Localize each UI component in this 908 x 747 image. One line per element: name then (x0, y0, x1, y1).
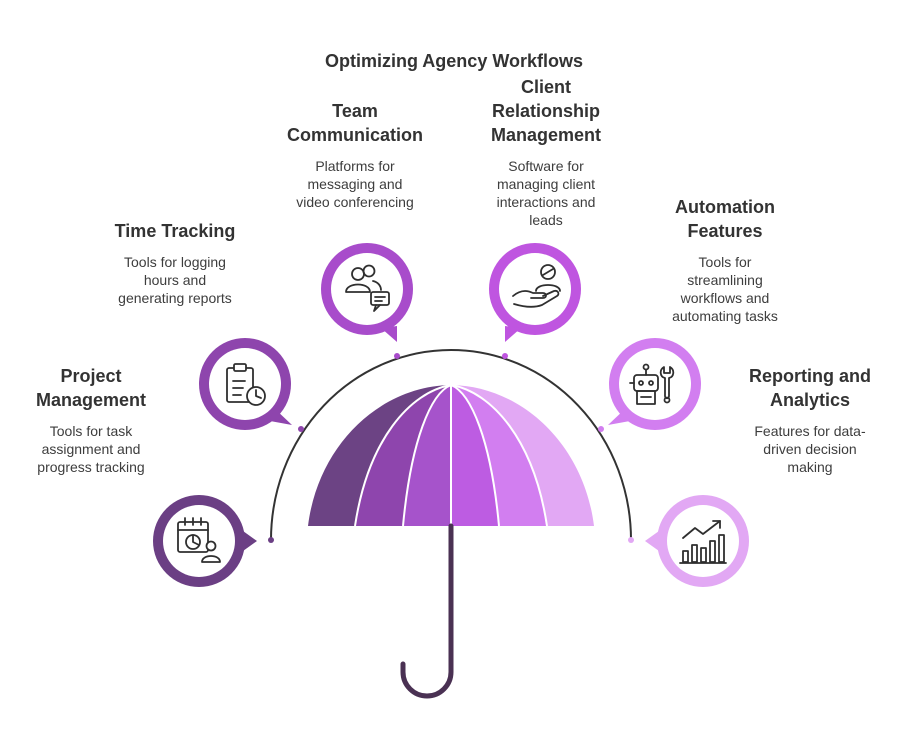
description-project-management: Tools for task assignment and progress t… (20, 422, 162, 476)
description-line: streamlining (687, 272, 763, 288)
canopy-panel (451, 385, 594, 526)
heading-automation-features: Automation Features (648, 195, 802, 243)
heading-line: Communication (286, 125, 423, 145)
diagram-title: Optimizing Agency Workflows (324, 51, 584, 71)
arc-dot (502, 353, 508, 359)
heading-line: Project (60, 366, 122, 386)
bubble-team-communication (321, 243, 413, 342)
users-chat-icon (345, 264, 390, 312)
bubble-automation-features (608, 338, 701, 430)
arc-dot (268, 537, 274, 543)
description-team-communication: Platforms for messaging and video confer… (274, 157, 436, 211)
heading-line: Analytics (769, 390, 851, 410)
description-line: Features for data- (754, 423, 866, 439)
description-line: Tools for logging (124, 254, 226, 270)
arc-dot (298, 426, 304, 432)
bubble-client-relationship-management (489, 243, 581, 342)
label-time-tracking: Time Tracking Tools for logging hours an… (100, 219, 250, 307)
description-line: Software for (508, 158, 584, 174)
description-client-relationship-management: Software for managing client interaction… (468, 157, 624, 229)
heading-line: Management (490, 125, 602, 145)
heading-project-management: Project Management (20, 364, 162, 412)
canopy-panel (355, 385, 451, 526)
description-line: automating tasks (672, 308, 778, 324)
description-line: Platforms for (315, 158, 395, 174)
arc-dot (628, 537, 634, 543)
bubble-project-management (153, 495, 257, 587)
description-line: leads (529, 212, 563, 228)
heading-team-communication: Team Communication (274, 99, 436, 147)
umbrella-handle (400, 523, 454, 699)
description-line: video conferencing (296, 194, 414, 210)
hand-person-icon (512, 264, 561, 308)
arc-dot (394, 353, 400, 359)
description-line: generating reports (118, 290, 232, 306)
umbrella-canopy (308, 384, 594, 527)
label-client-relationship-management: Client Relationship Management Software … (468, 75, 624, 229)
heading-line: Client (520, 77, 571, 97)
clipboard-clock-icon (226, 363, 266, 406)
description-automation-features: Tools for streamlining workflows and aut… (648, 253, 802, 325)
heading-reporting-and-analytics: Reporting and Analytics (730, 364, 890, 412)
description-line: driven decision (763, 441, 857, 457)
description-line: Tools for (698, 254, 752, 270)
description-line: progress tracking (37, 459, 145, 475)
description-time-tracking: Tools for logging hours and generating r… (100, 253, 250, 307)
description-line: messaging and (307, 176, 403, 192)
canopy-panel (451, 385, 499, 526)
bubble-reporting-and-analytics (645, 495, 749, 587)
description-line: managing client (496, 176, 596, 192)
arc-dot (598, 426, 604, 432)
canopy-panel (451, 385, 547, 526)
label-reporting-and-analytics: Reporting and Analytics Features for dat… (730, 364, 890, 476)
heading-line: Automation (675, 197, 775, 217)
heading-line: Management (35, 390, 147, 410)
bubble-time-tracking (199, 338, 292, 430)
calendar-chart-user-icon (177, 517, 221, 563)
heading-line: Features (687, 221, 763, 241)
description-line: Tools for task (49, 423, 133, 439)
heading-line: Team (332, 101, 378, 121)
description-line: assignment and (41, 441, 141, 457)
description-reporting-and-analytics: Features for data- driven decision makin… (730, 422, 890, 476)
heading-client-relationship-management: Client Relationship Management (468, 75, 624, 147)
label-team-communication: Team Communication Platforms for messagi… (274, 99, 436, 211)
description-line: making (787, 459, 833, 475)
outer-arc (270, 349, 632, 541)
label-project-management: Project Management Tools for task assign… (20, 364, 162, 476)
canopy-ribs (354, 384, 548, 527)
heading-time-tracking: Time Tracking (100, 219, 250, 243)
description-line: workflows and (680, 290, 770, 306)
description-line: interactions and (496, 194, 596, 210)
heading-line: Time Tracking (114, 221, 236, 241)
canopy-panel (308, 385, 451, 526)
heading-line: Reporting and (749, 366, 871, 386)
robot-wrench-icon (629, 363, 675, 405)
description-line: hours and (143, 272, 207, 288)
bar-chart-trend-icon (679, 520, 727, 564)
canopy-panel (403, 385, 451, 526)
label-automation-features: Automation Features Tools for streamlini… (648, 195, 802, 325)
heading-line: Relationship (491, 101, 600, 121)
